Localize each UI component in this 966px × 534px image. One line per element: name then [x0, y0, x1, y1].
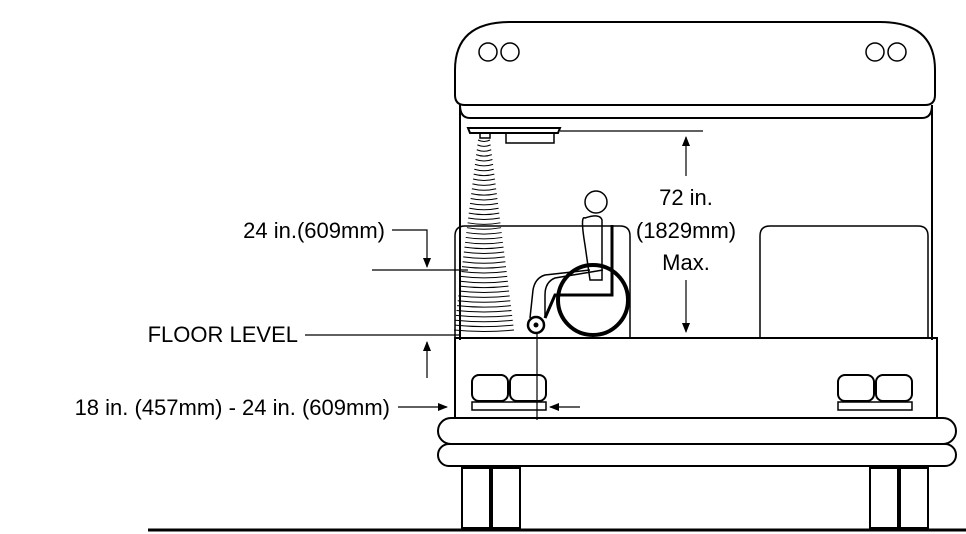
- light-beam-arc: [454, 324, 514, 328]
- floor-level-label: FLOOR LEVEL: [148, 322, 298, 347]
- light-beam-arc: [457, 300, 511, 303]
- bus-roof: [454, 21, 936, 106]
- light-beam-arc: [455, 319, 513, 323]
- dimension-72-height: 72 in. (1829mm) Max.: [560, 130, 736, 333]
- light-beam: [453, 139, 515, 332]
- light-beam-arc: [464, 246, 504, 250]
- light-beam-arc: [453, 329, 515, 332]
- light-beam-arc: [471, 193, 497, 196]
- light-beam-arc: [475, 159, 493, 162]
- light-beam-arc: [476, 149, 492, 152]
- marker-light-icon: [478, 42, 498, 62]
- overhead-light: [466, 127, 562, 144]
- light-beam-arc: [460, 280, 508, 284]
- wheelchair-caster: [526, 315, 546, 335]
- light-beam-arc: [455, 314, 513, 318]
- seat-left: [454, 225, 631, 338]
- lower-body-panel: [454, 337, 938, 419]
- light-beam-arc: [477, 144, 491, 147]
- floor-height-range-label: 18 in. (457mm) - 24 in. (609mm): [75, 395, 390, 420]
- light-beam-arc: [464, 241, 504, 245]
- wheelchair-occupant: [526, 190, 630, 337]
- light-beam-arc: [474, 163, 494, 167]
- light-beam-arc: [461, 266, 507, 269]
- light-beam-arc: [465, 236, 503, 240]
- light-beam-arc: [469, 207, 499, 211]
- occupant-head: [584, 190, 608, 214]
- bumper: [437, 417, 957, 467]
- marker-light-icon: [500, 42, 520, 62]
- light-beam-arc: [472, 178, 496, 181]
- reach-24-label: 24 in.(609mm): [243, 218, 385, 243]
- light-beam-arc: [474, 168, 494, 172]
- light-beam-arc: [469, 202, 499, 206]
- light-beam-arc: [458, 290, 510, 294]
- tail-lights: [471, 374, 913, 411]
- marker-light-icon: [887, 42, 907, 62]
- light-beam-arc: [462, 261, 506, 264]
- marker-light-icon: [865, 42, 885, 62]
- height-72-label-line3: Max.: [662, 250, 710, 275]
- light-beam-arc: [461, 271, 507, 274]
- light-beam-arc: [475, 154, 493, 157]
- light-beam-arc: [457, 305, 511, 308]
- light-beam-arc: [468, 217, 500, 220]
- light-beam-arc: [473, 173, 495, 177]
- light-beam-arc: [470, 197, 498, 201]
- light-beam-arc: [468, 212, 500, 216]
- light-beam-arc: [458, 295, 510, 298]
- light-beam-arc: [463, 256, 505, 259]
- seat-right: [759, 225, 929, 338]
- dimension-floor-height: 18 in. (457mm) - 24 in. (609mm): [75, 333, 580, 420]
- light-beam-arc: [460, 275, 508, 279]
- light-beam-arc: [463, 251, 505, 255]
- light-beam-arc: [466, 227, 502, 230]
- light-beam-arc: [459, 285, 509, 289]
- occupant-torso: [581, 215, 603, 281]
- wheelchair-main-wheel: [556, 263, 630, 337]
- wheels: [461, 467, 929, 529]
- light-beam-arc: [456, 310, 512, 313]
- light-beam-arc: [466, 232, 502, 235]
- dimension-24-reach: 24 in.(609mm): [243, 218, 468, 271]
- light-beam-arc: [467, 222, 501, 225]
- light-beam-arc: [477, 139, 491, 142]
- height-72-label-line2: (1829mm): [636, 218, 736, 243]
- floor-level-marker: FLOOR LEVEL: [148, 322, 460, 378]
- height-72-label-line1: 72 in.: [659, 185, 713, 210]
- light-beam-arc: [472, 183, 496, 186]
- light-beam-arc: [471, 188, 497, 191]
